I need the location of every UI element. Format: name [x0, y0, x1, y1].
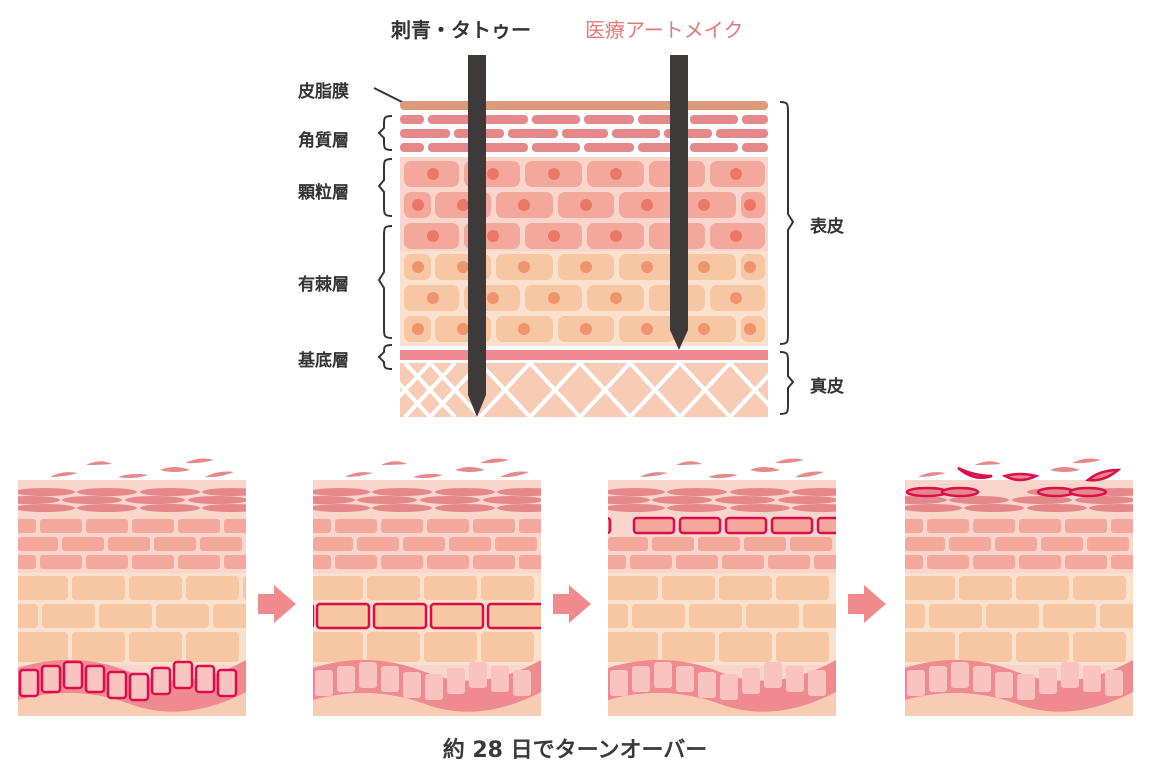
label-stratum-granulosum: 顆粒層: [298, 183, 349, 203]
highlighted-flakes: [957, 466, 1122, 482]
turnover-panel-2: [313, 480, 541, 716]
turnover-panel-4: [905, 480, 1133, 716]
tattoo-label: 刺青・タトゥー: [391, 18, 531, 42]
right-braces: [779, 101, 795, 415]
arrow-icon: [258, 585, 886, 623]
label-stratum-spinosum: 有棘層: [298, 275, 349, 295]
sebum-layer: [400, 101, 768, 110]
highlighted-cells-panel-2: [313, 602, 541, 630]
stratum-corneum-layer: [400, 115, 768, 152]
left-braces: [377, 115, 393, 370]
artmake-needle: [670, 55, 688, 350]
stratum-basale-layer: [400, 350, 768, 360]
highlighted-cells-panel-4: [905, 486, 1108, 498]
turnover-panel-3: [608, 480, 836, 716]
label-epidermis: 表皮: [810, 217, 844, 237]
turnover-panel-1: [18, 480, 246, 716]
artmake-label: 医療アートメイク: [585, 18, 744, 42]
shedding-flakes: [50, 458, 1101, 479]
turnover-caption: 約 28 日でターンオーバー: [442, 738, 708, 763]
label-stratum-basale: 基底層: [298, 351, 349, 371]
label-stratum-corneum: 角質層: [298, 131, 349, 151]
label-dermis: 真皮: [810, 377, 844, 397]
tattoo-needle: [468, 55, 486, 417]
main-cross-section: [400, 101, 768, 417]
label-sebum: 皮脂膜: [298, 82, 349, 102]
highlighted-cells-panel-3: [608, 516, 836, 535]
